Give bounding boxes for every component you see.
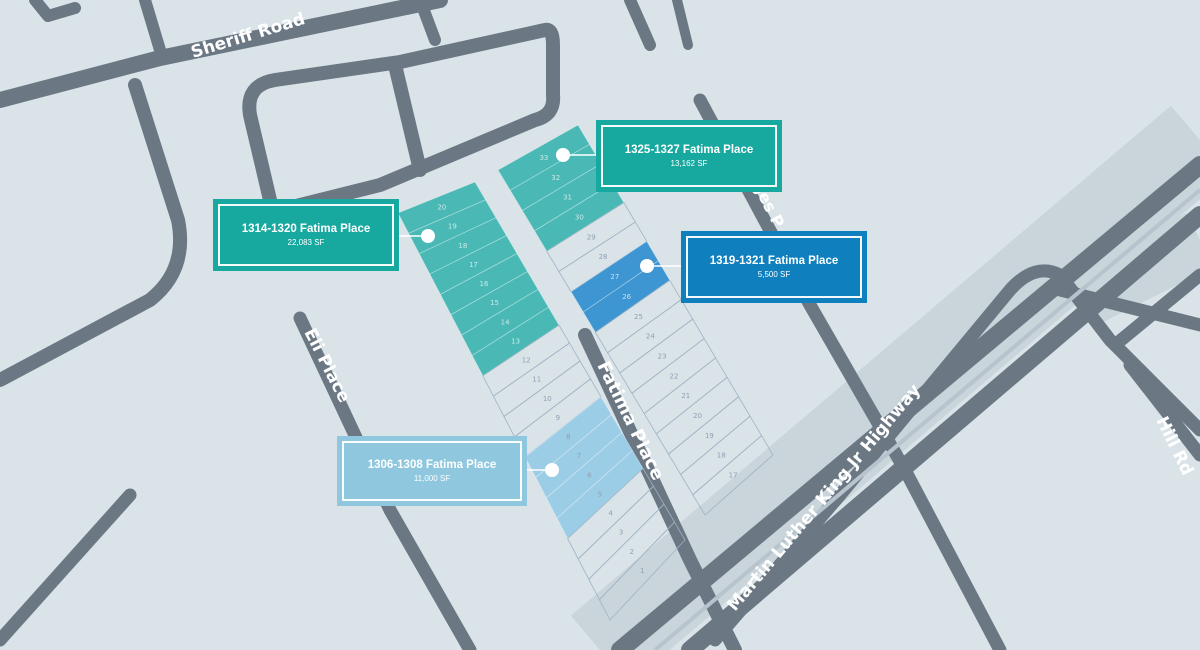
road-eli	[293, 311, 477, 650]
lot-east-17	[692, 434, 774, 516]
label-eli-place: Eli Place	[300, 325, 354, 406]
callout-area: 22,083 SF	[287, 237, 325, 247]
road-ramp	[708, 264, 1200, 647]
lot-number: 7	[577, 452, 581, 460]
lot-number: 18	[717, 452, 726, 460]
road-east-1	[1053, 283, 1200, 332]
lot-number: 25	[634, 313, 643, 321]
callout-title: 1319-1321 Fatima Place	[709, 254, 839, 267]
lot-number: 19	[448, 223, 457, 231]
lot-number: 17	[469, 261, 478, 269]
road-top-left-1	[29, 0, 81, 22]
lot-number: 19	[705, 432, 714, 440]
road-top-3	[624, 0, 656, 51]
pointer-dot-1325	[556, 148, 570, 162]
road-jones	[693, 93, 1007, 650]
callout-title: 1306-1308 Fatima Place	[367, 458, 497, 471]
highway-median	[653, 188, 1200, 650]
lot-number: 5	[598, 490, 602, 498]
lot-number: 24	[646, 333, 655, 341]
lot-number: 18	[458, 242, 467, 250]
lot-number: 20	[693, 412, 702, 420]
parcel-layer	[397, 124, 774, 621]
lot-number: 27	[610, 273, 619, 281]
lot-west-1	[598, 521, 686, 621]
lot-number: 22	[670, 372, 679, 380]
pointer-dot-1314	[421, 229, 435, 243]
lot-number: 12	[522, 357, 531, 365]
lot-number: 4	[608, 510, 613, 518]
lot-number: 6	[587, 471, 592, 479]
road-west-curve	[0, 78, 188, 387]
callout-title: 1325-1327 Fatima Place	[624, 143, 754, 156]
pointer-dots	[398, 148, 684, 477]
road-loop	[242, 22, 561, 217]
lot-number: 10	[543, 395, 552, 403]
lot-number: 26	[622, 293, 631, 301]
lot-number: 2	[629, 548, 633, 556]
road-sheriff	[0, 0, 448, 108]
callout-area: 13,162 SF	[670, 158, 708, 168]
road-top-4	[672, 0, 693, 50]
lot-number: 9	[556, 414, 560, 422]
callout-area: 5,500 SF	[757, 269, 791, 279]
road-southwest	[0, 488, 137, 647]
lot-number: 33	[539, 154, 548, 162]
lot-number: 3	[619, 529, 623, 537]
lot-number: 31	[563, 194, 572, 202]
pointer-dot-1306	[545, 463, 559, 477]
lot-number: 8	[566, 433, 570, 441]
callout-area: 11,000 SF	[413, 473, 451, 483]
callout-title: 1314-1320 Fatima Place	[241, 222, 371, 235]
lot-number: 11	[532, 376, 541, 384]
road-top-1	[139, 0, 166, 56]
lot-number: 23	[658, 352, 667, 360]
lot-number: 13	[511, 337, 520, 345]
lot-number: 29	[587, 233, 596, 241]
callout-1314-1320-fatima-place[interactable]: 1314-1320 Fatima Place 22,083 SF	[213, 199, 399, 271]
road-top-2	[414, 0, 441, 46]
lot-number: 28	[599, 253, 608, 261]
callout-1319-1321-fatima-place[interactable]: 1319-1321 Fatima Place 5,500 SF	[681, 231, 867, 303]
lot-number: 30	[575, 213, 584, 221]
road-east-inner	[1108, 268, 1200, 352]
lot-number: 15	[490, 299, 499, 307]
lot-number: 32	[551, 174, 560, 182]
lot-number: 14	[501, 318, 510, 326]
lot-numbers: 2019181716151413121110987654321333231302…	[437, 154, 737, 575]
lot-number: 17	[729, 472, 738, 480]
callout-1325-1327-fatima-place[interactable]: 1325-1327 Fatima Place 13,162 SF	[596, 120, 782, 192]
pointer-dot-1319	[640, 259, 654, 273]
lot-number: 21	[681, 392, 690, 400]
callout-1306-1308-fatima-place[interactable]: 1306-1308 Fatima Place 11,000 SF	[337, 436, 527, 506]
lot-number: 1	[640, 567, 644, 575]
lot-number: 16	[480, 280, 489, 288]
road-hill	[1123, 358, 1200, 462]
lot-number: 20	[437, 204, 446, 212]
road-loop-connector	[388, 58, 427, 177]
